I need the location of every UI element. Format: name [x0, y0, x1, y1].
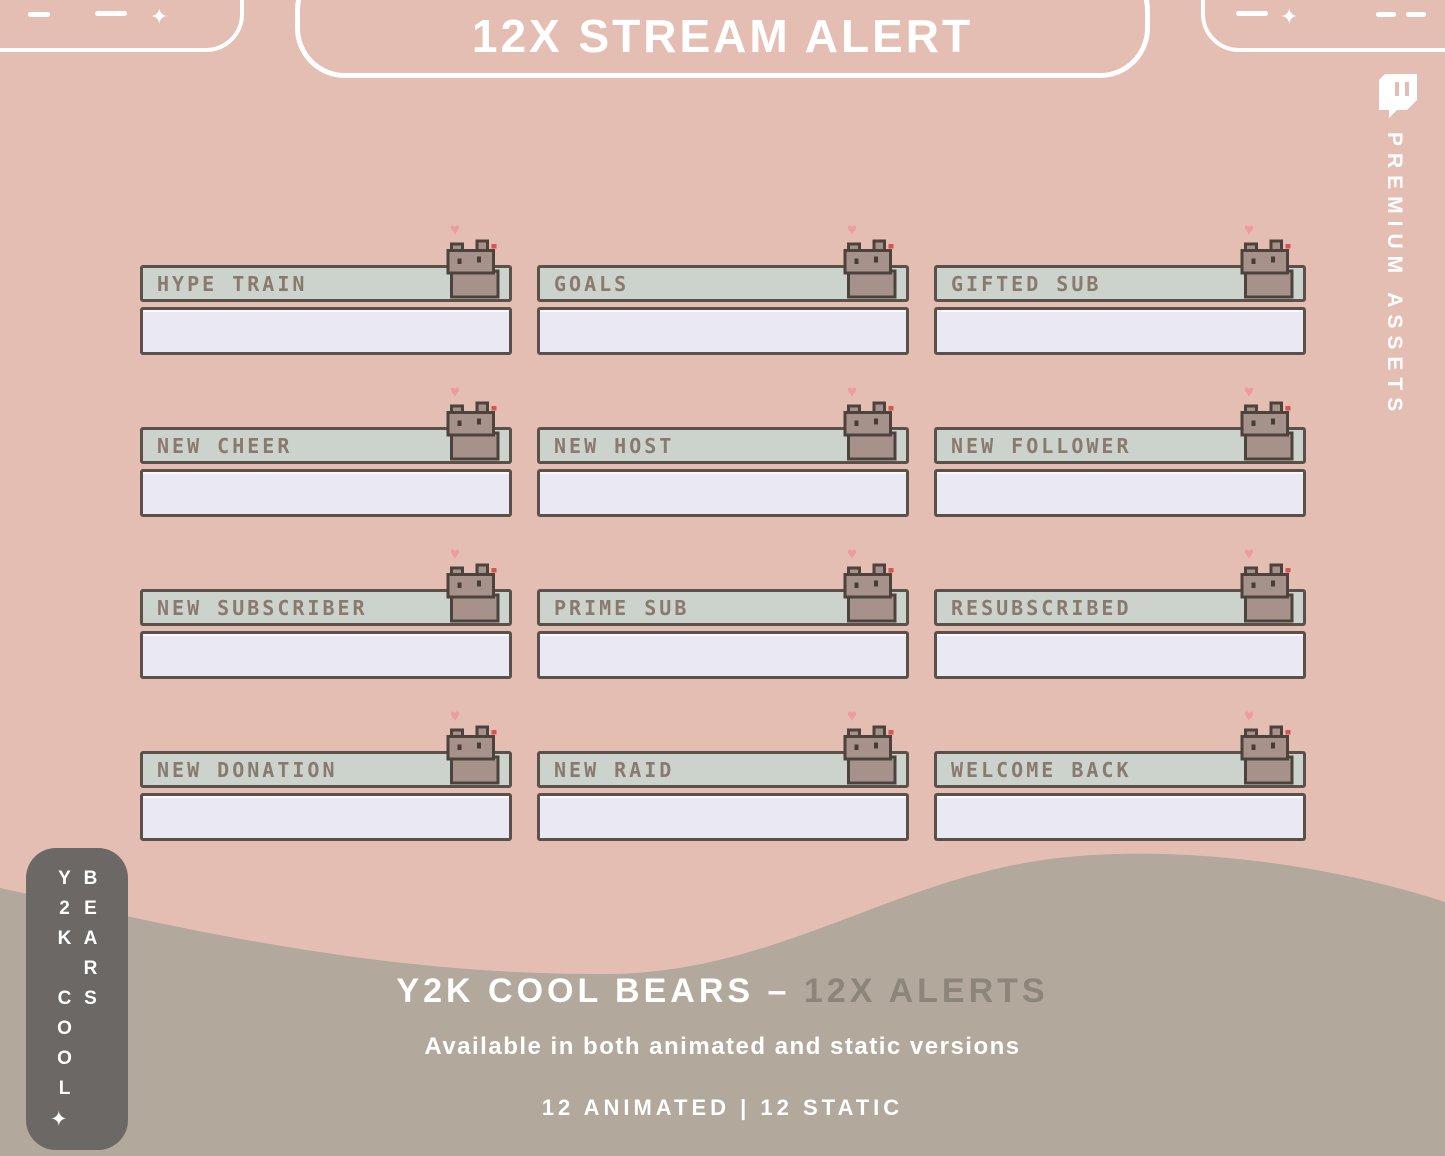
footer-title: Y2K COOL BEARS – 12X ALERTS: [0, 972, 1445, 1011]
alert-label: NEW CHEER: [157, 433, 293, 458]
top-right-frame: [1201, 0, 1445, 52]
heart-icon: ♥: [449, 382, 460, 401]
deco-dash: [28, 12, 50, 17]
brand-line-1: Y2K COOL: [54, 868, 75, 1108]
bear-icon: [1234, 563, 1300, 625]
alert-card-hype-train: ♥ HYPE TRAIN: [140, 221, 512, 355]
brand-tab-text: Y2K COOL BEARS: [26, 868, 128, 1108]
bear-icon: [440, 239, 506, 301]
alert-label: HYPE TRAIN: [157, 271, 308, 296]
alert-text-box: [934, 793, 1306, 841]
alert-text-box: [140, 469, 512, 517]
sparkle-icon: ✦: [1280, 4, 1299, 29]
heart-icon: ♥: [449, 706, 460, 725]
alert-card-gifted-sub: ♥ GIFTED SUB: [934, 221, 1306, 355]
bear-icon: [837, 725, 903, 787]
alert-label: NEW DONATION: [157, 757, 338, 782]
heart-icon: ♥: [846, 382, 857, 401]
alert-card-new-follower: ♥ NEW FOLLOWER: [934, 383, 1306, 517]
bottom-wave: [0, 853, 1445, 1156]
brand-line-2: BEARS: [80, 868, 101, 1018]
alert-text-box: [537, 793, 909, 841]
alert-text-box: [537, 307, 909, 355]
alert-card-new-cheer: ♥ NEW CHEER: [140, 383, 512, 517]
alert-card-new-subscriber: ♥ NEW SUBSCRIBER: [140, 545, 512, 679]
alert-label: NEW HOST: [554, 433, 675, 458]
alert-card-goals: ♥ GOALS: [537, 221, 909, 355]
footer-title-strong: Y2K COOL BEARS –: [396, 972, 791, 1010]
premium-assets-label: PREMIUM ASSETS: [1383, 132, 1406, 419]
alert-label: NEW RAID: [554, 757, 675, 782]
bear-icon: [837, 401, 903, 463]
alert-title-bar: NEW RAID: [537, 751, 909, 788]
heart-icon: ♥: [1243, 220, 1254, 239]
alert-label: GIFTED SUB: [951, 271, 1102, 296]
brand-side-tab: Y2K COOL BEARS ✦: [26, 848, 128, 1150]
heart-icon: ♥: [449, 544, 460, 563]
alerts-grid: ♥ HYPE TRAIN ♥ GOALS ♥ GIFTED SUB ♥: [140, 221, 1306, 841]
alert-card-resubscribed: ♥ RESUBSCRIBED: [934, 545, 1306, 679]
bear-icon: [440, 563, 506, 625]
heart-icon: ♥: [846, 706, 857, 725]
alert-text-box: [934, 631, 1306, 679]
alert-card-welcome-back: ♥ WELCOME BACK: [934, 707, 1306, 841]
deco-dash: [95, 11, 127, 16]
bear-icon: [1234, 239, 1300, 301]
twitch-logo-icon: [1379, 74, 1417, 118]
sparkle-icon: ✦: [150, 4, 169, 29]
bear-icon: [440, 725, 506, 787]
footer: Y2K COOL BEARS – 12X ALERTS Available in…: [0, 972, 1445, 1121]
heart-icon: ♥: [449, 220, 460, 239]
alert-title-bar: RESUBSCRIBED: [934, 589, 1306, 626]
alert-label: NEW FOLLOWER: [951, 433, 1132, 458]
footer-subtitle: Available in both animated and static ve…: [424, 1033, 1021, 1060]
header-banner: 12X STREAM ALERT: [295, 0, 1150, 78]
sparkle-icon: ✦: [50, 1108, 68, 1131]
alert-text-box: [934, 307, 1306, 355]
footer-title-light: 12X ALERTS: [803, 972, 1049, 1010]
alert-text-box: [140, 793, 512, 841]
top-left-frame: [0, 0, 244, 52]
bear-icon: [440, 401, 506, 463]
alert-text-box: [140, 631, 512, 679]
heart-icon: ♥: [1243, 382, 1254, 401]
alert-title-bar: NEW SUBSCRIBER: [140, 589, 512, 626]
footer-counts: 12 ANIMATED | 12 STATIC: [541, 1095, 904, 1120]
alert-label: PRIME SUB: [554, 595, 690, 620]
alert-text-box: [537, 469, 909, 517]
bear-icon: [1234, 725, 1300, 787]
alert-text-box: [934, 469, 1306, 517]
heart-icon: ♥: [1243, 544, 1254, 563]
bear-icon: [837, 563, 903, 625]
alert-label: WELCOME BACK: [951, 757, 1132, 782]
deco-dash: [1406, 12, 1426, 17]
alert-text-box: [537, 631, 909, 679]
alert-card-new-host: ♥ NEW HOST: [537, 383, 909, 517]
bear-icon: [837, 239, 903, 301]
alert-card-prime-sub: ♥ PRIME SUB: [537, 545, 909, 679]
alert-label: NEW SUBSCRIBER: [157, 595, 368, 620]
heart-icon: ♥: [1243, 706, 1254, 725]
alert-label: GOALS: [554, 271, 630, 296]
alert-card-new-raid: ♥ NEW RAID: [537, 707, 909, 841]
alert-card-new-donation: ♥ NEW DONATION: [140, 707, 512, 841]
page-title: 12X STREAM ALERT: [471, 10, 974, 62]
deco-dash: [1236, 11, 1268, 16]
heart-icon: ♥: [846, 220, 857, 239]
alert-text-box: [140, 307, 512, 355]
alert-title-bar: GOALS: [537, 265, 909, 302]
deco-dash: [1376, 12, 1396, 17]
bear-icon: [1234, 401, 1300, 463]
heart-icon: ♥: [846, 544, 857, 563]
alert-label: RESUBSCRIBED: [951, 595, 1132, 620]
